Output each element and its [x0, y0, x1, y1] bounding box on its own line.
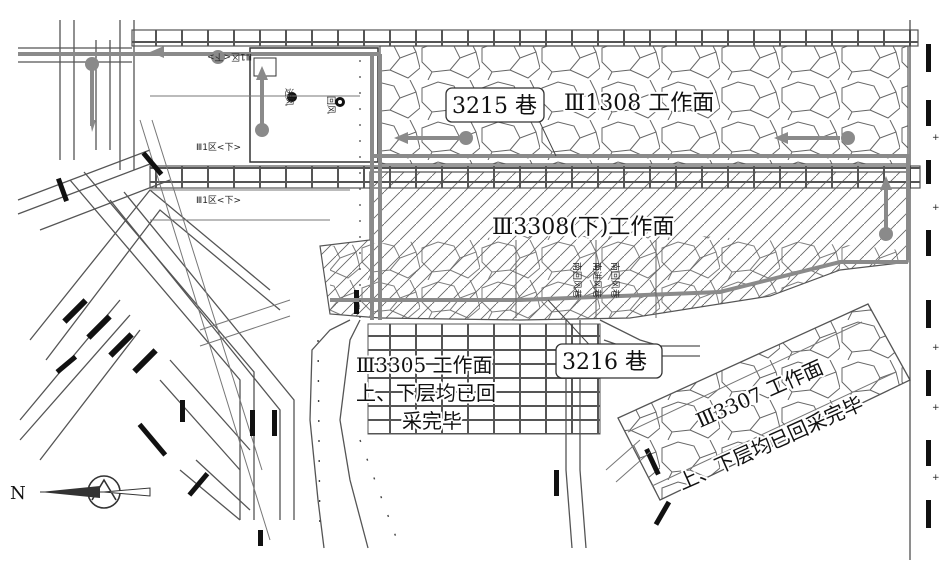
ventilation-routes — [18, 46, 910, 320]
station-label: Ⅲ1区<下> — [196, 195, 241, 206]
north-label: N — [10, 483, 26, 504]
face-3305-label-line1: Ⅲ3305 工作面 — [356, 353, 493, 377]
station-label: Ⅲ1区<下> — [207, 51, 252, 62]
flow-arrow-icon — [150, 46, 164, 58]
svg-text:+: + — [932, 133, 940, 143]
flow-arrow-icon — [880, 176, 892, 190]
face-3308-label: Ⅲ1308 工作面 — [564, 91, 714, 116]
face-3305-label-line3: 采完毕 — [402, 409, 462, 433]
svg-text:+: + — [932, 473, 940, 483]
vertical-label: 回风 — [325, 96, 336, 114]
station-label: Ⅲ1区<下> — [196, 142, 241, 153]
air-roadway-label: 南回风巷 — [571, 262, 583, 298]
face-3305-label-line2: 上、下层均已回 — [356, 381, 496, 405]
flow-arrow-icon — [256, 66, 268, 80]
compass-rose-icon: N — [10, 475, 151, 509]
east-roadway: + + + + + — [909, 20, 940, 560]
rail-lines — [317, 60, 657, 549]
small-labels: Ⅲ1区<下> Ⅲ1区<下> Ⅲ1区<下> 进风 回风 南回风巷 南进风巷 南回风… — [196, 51, 621, 298]
equipment-markers — [55, 151, 672, 546]
flow-arrow-icon — [90, 120, 96, 132]
air-roadway-label: 南进风巷 — [591, 262, 603, 298]
roadway-3215-label: 3215 巷 — [452, 94, 537, 119]
north-brick-roadway — [131, 29, 919, 47]
shaft-icon — [287, 92, 297, 102]
face-3305-area — [367, 323, 601, 435]
roadway-3216-label: 3216 巷 — [562, 350, 647, 375]
air-roadway-label: 南回风巷 — [609, 262, 621, 298]
district-building — [249, 47, 379, 163]
svg-text:+: + — [932, 203, 940, 213]
face-3308-lower-label: Ⅲ3308(下)工作面 — [492, 215, 674, 240]
vertical-label: 进风 — [283, 88, 294, 106]
flow-arrow-icon — [394, 132, 408, 144]
roadway-3215-box — [445, 87, 545, 123]
svg-text:+: + — [932, 403, 940, 413]
roadway-3216-box — [555, 343, 663, 379]
west-roadway-network — [17, 20, 360, 541]
svg-text:+: + — [932, 343, 940, 353]
middle-brick-roadway — [149, 165, 921, 189]
flow-arrow-icon — [774, 132, 788, 144]
